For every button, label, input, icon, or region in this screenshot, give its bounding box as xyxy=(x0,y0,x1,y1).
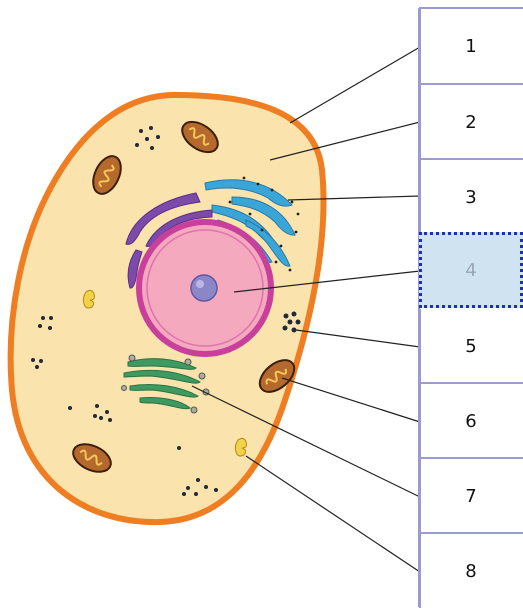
nucleolus xyxy=(191,275,217,301)
label-box-4[interactable]: 4 xyxy=(419,232,523,308)
label-number: 4 xyxy=(465,260,476,281)
label-box-1[interactable]: 1 xyxy=(419,9,521,83)
leader-line-5 xyxy=(296,330,420,347)
leader-line-1 xyxy=(290,47,420,123)
label-box-7[interactable]: 7 xyxy=(419,459,521,533)
label-number: 5 xyxy=(465,336,476,357)
label-box-2[interactable]: 2 xyxy=(419,85,521,159)
label-number: 8 xyxy=(465,561,476,582)
label-number: 7 xyxy=(465,486,476,507)
label-number: 2 xyxy=(465,112,476,133)
label-box-3[interactable]: 3 xyxy=(419,160,521,234)
label-box-5[interactable]: 5 xyxy=(419,309,521,383)
leader-line-8 xyxy=(246,456,420,572)
label-number: 1 xyxy=(465,36,476,57)
leader-line-6 xyxy=(282,378,420,422)
label-box-6[interactable]: 6 xyxy=(419,384,521,458)
label-box-8[interactable]: 8 xyxy=(419,534,521,608)
label-number: 6 xyxy=(465,411,476,432)
label-number: 3 xyxy=(465,187,476,208)
